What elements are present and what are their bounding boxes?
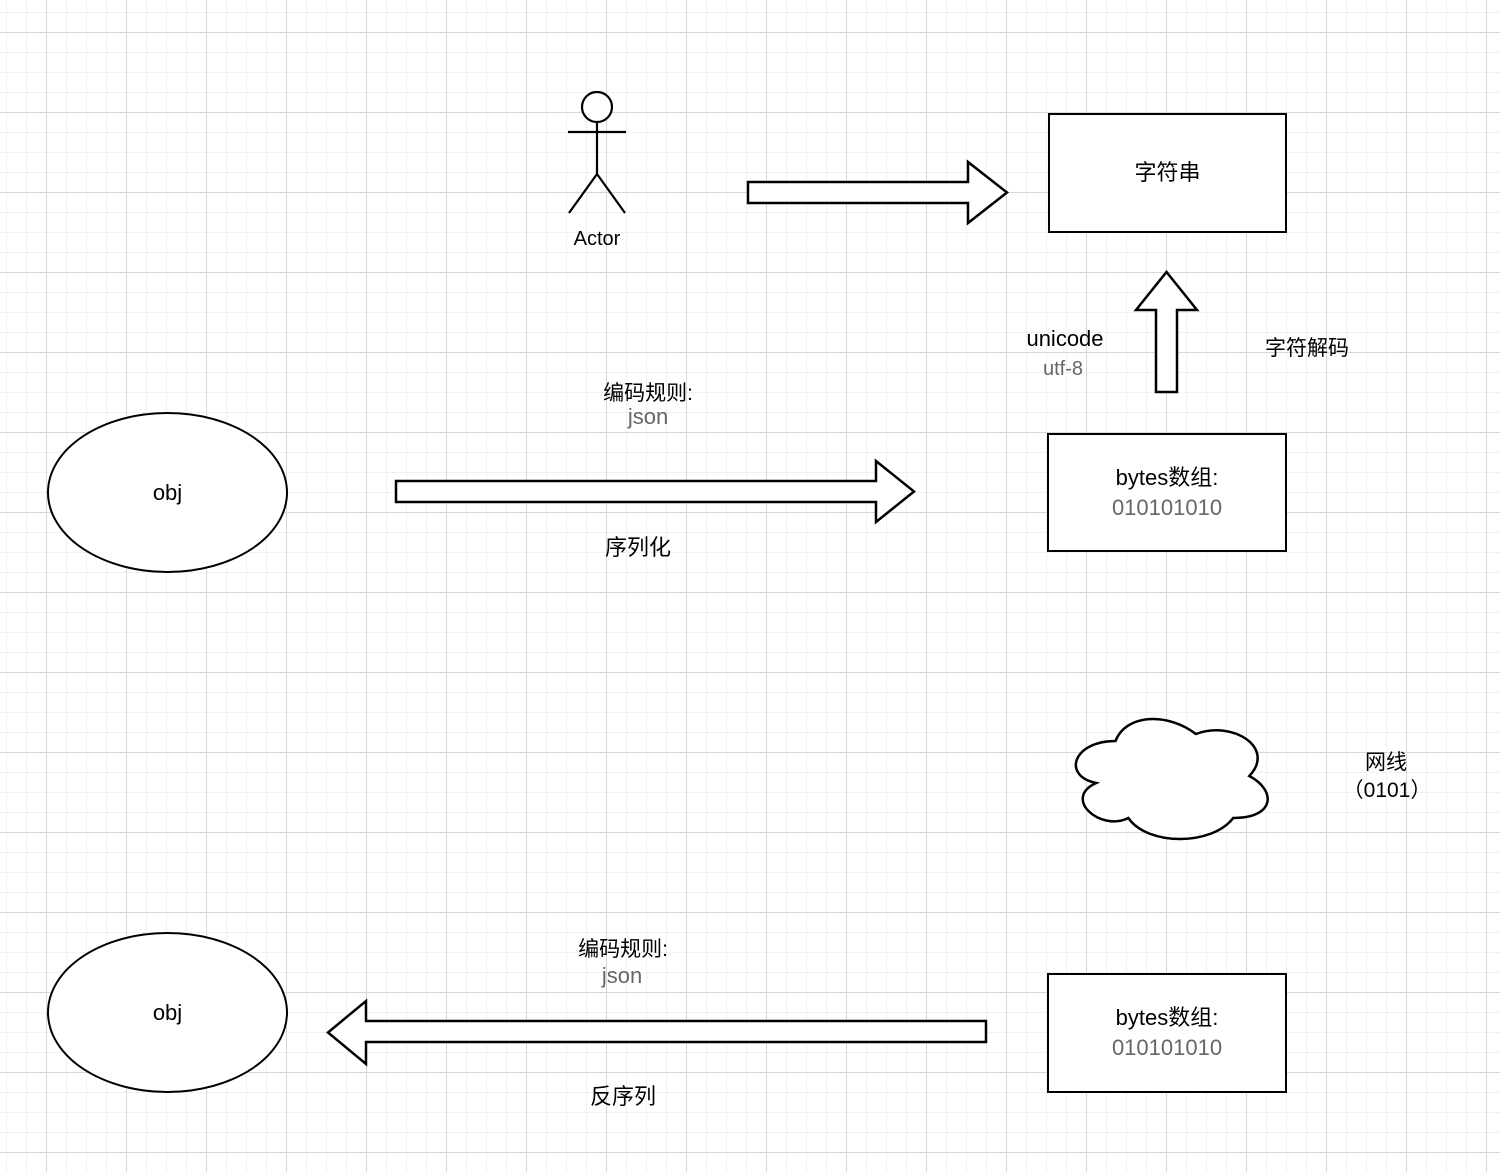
bytes-node-bottom-title: bytes数组: [1115,1005,1219,1031]
bytes-node-bottom[interactable]: bytes数组: 010101010 [1047,973,1287,1093]
bytes-node-top-value: 010101010 [1111,494,1223,520]
decode-charset-label[interactable]: utf-8 [1042,358,1084,380]
bytes-node-bottom-value: 010101010 [1111,1035,1223,1060]
string-node[interactable]: 字符串 [1048,113,1287,233]
cloud-icon[interactable] [1074,717,1269,841]
serialize-rule-label[interactable]: 编码规则: [603,382,693,405]
deserialize-rule-value[interactable]: json [601,963,643,988]
arrow-deserialize[interactable] [326,998,988,1067]
bytes-node-top[interactable]: bytes数组: 010101010 [1047,433,1287,552]
serialize-rule-value[interactable]: json [627,404,669,429]
obj-node-top-label: obj [152,479,183,505]
serialize-action-label[interactable]: 序列化 [604,535,672,560]
decode-action-label[interactable]: 字符解码 [1265,337,1349,360]
string-node-label: 字符串 [1134,160,1201,186]
network-label-line2[interactable]: （0101） [1342,779,1432,802]
network-label-line1[interactable]: 网线 [1365,751,1407,774]
arrow-actor-to-string[interactable] [746,159,1010,226]
arrow-decode-up[interactable] [1133,270,1200,394]
actor-label[interactable]: Actor [573,228,621,250]
actor-right-leg [596,173,626,214]
deserialize-rule-label[interactable]: 编码规则: [578,938,668,961]
actor-head [580,90,614,124]
bytes-node-top-title: bytes数组: [1115,464,1219,490]
arrow-serialize[interactable] [394,458,916,525]
deserialize-action-label[interactable]: 反序列 [589,1084,657,1109]
decode-encoding-label[interactable]: unicode [1026,326,1104,351]
actor-icon[interactable] [568,90,626,214]
obj-node-bottom-label: obj [152,999,183,1025]
obj-node-bottom[interactable]: obj [47,932,288,1093]
actor-left-leg [568,173,598,214]
obj-node-top[interactable]: obj [47,412,288,573]
